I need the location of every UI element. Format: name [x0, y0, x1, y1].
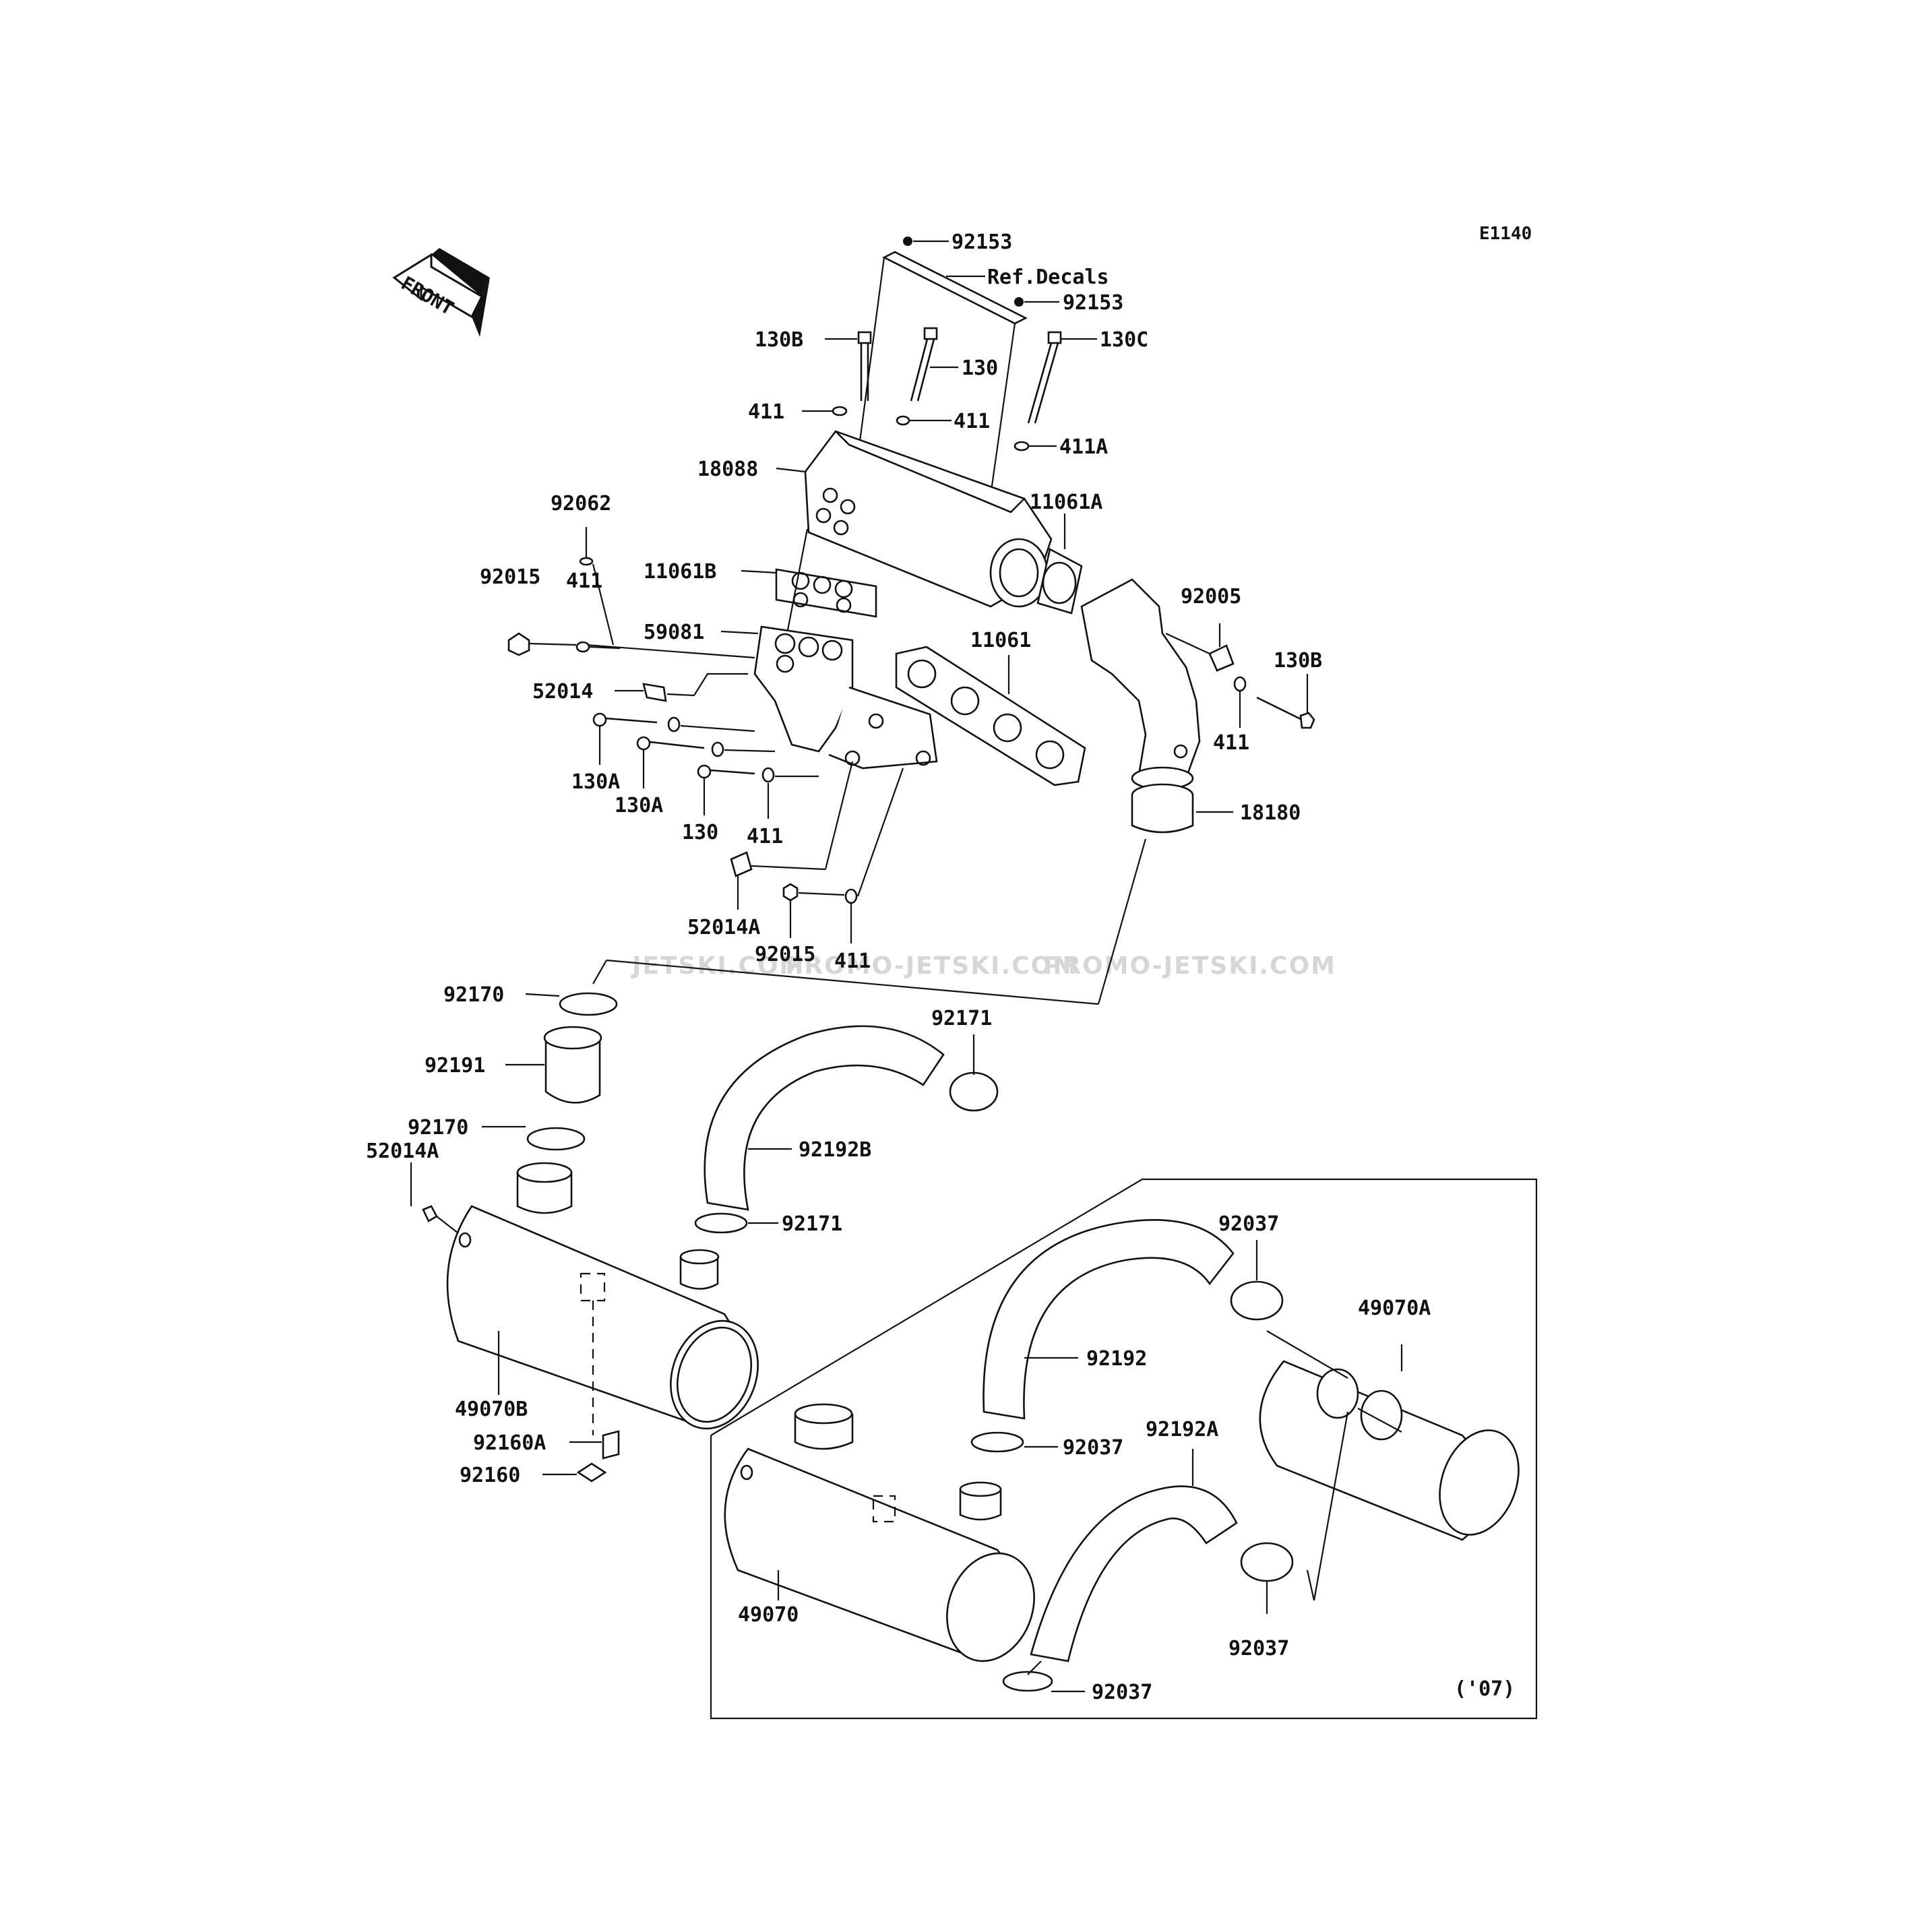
- label-49070: 49070: [738, 1603, 799, 1627]
- label-92160: 92160: [460, 1464, 520, 1487]
- label-11061a: 11061A: [1030, 491, 1102, 514]
- label-59081: 59081: [644, 621, 704, 644]
- gasket-11061: [895, 646, 1086, 786]
- label-49070a: 49070A: [1358, 1297, 1431, 1320]
- muffler-49070a: [1259, 1330, 1520, 1541]
- label-92062: 92062: [551, 492, 611, 516]
- label-18180: 18180: [1240, 801, 1301, 825]
- coupling-92191: [482, 992, 618, 1151]
- label-11061: 11061: [970, 629, 1031, 652]
- front-arrow-icon: FRONT: [392, 248, 490, 337]
- watermark-middle: PROMO-JETSKI.COM: [785, 952, 1078, 980]
- elbow-pipe-18180: [592, 578, 1233, 1005]
- label-18088: 18088: [697, 458, 758, 481]
- label-130: 130: [682, 821, 718, 844]
- label-411: 411: [748, 400, 784, 424]
- label-411a: 411A: [1059, 435, 1108, 459]
- fastener-92062-group: [507, 527, 755, 659]
- bolts-manifold: [592, 712, 819, 819]
- label-92153: 92153: [1063, 291, 1123, 315]
- label-92191: 92191: [425, 1054, 485, 1078]
- label-130c: 130C: [1100, 328, 1148, 352]
- decal-plate: [854, 237, 1059, 496]
- label-52014: 52014: [532, 680, 593, 704]
- label-92192: 92192: [1086, 1347, 1147, 1371]
- gasket-11061b: [741, 528, 877, 634]
- muffler-49070b: [410, 1162, 759, 1435]
- hose-92192: [970, 1219, 1284, 1453]
- bolts-top: [802, 327, 1097, 451]
- label-411: 411: [1213, 731, 1249, 755]
- gasket-11061a: [1036, 513, 1083, 615]
- diagram-code: E1140: [1479, 224, 1532, 244]
- label-92015: 92015: [755, 943, 815, 966]
- label-130b: 130B: [755, 328, 803, 352]
- label-411: 411: [747, 825, 783, 848]
- exhaust-manifold-59081: [720, 625, 938, 770]
- label-130b: 130B: [1274, 649, 1322, 673]
- label-92037: 92037: [1218, 1212, 1279, 1236]
- label-411: 411: [834, 949, 871, 973]
- label-11061b: 11061B: [644, 560, 716, 584]
- label-92037: 92037: [1228, 1637, 1289, 1660]
- label-92170: 92170: [443, 983, 504, 1007]
- label-130a: 130A: [571, 770, 620, 794]
- muffler-49070: [724, 1403, 1035, 1662]
- label-92037: 92037: [1063, 1436, 1123, 1460]
- label-130a: 130A: [615, 794, 663, 817]
- label-92015: 92015: [480, 565, 540, 589]
- label-92171: 92171: [782, 1212, 842, 1236]
- label-92005: 92005: [1181, 585, 1241, 609]
- label-92037: 92037: [1092, 1681, 1152, 1704]
- label-130: 130: [962, 356, 998, 380]
- label-92160a: 92160A: [473, 1431, 546, 1455]
- fasteners-lower: [730, 761, 904, 943]
- label-ref-decals: Ref.Decals: [987, 266, 1109, 289]
- label-52014a: 52014A: [687, 916, 760, 939]
- label-52014a: 52014A: [366, 1140, 439, 1163]
- decals-92160: [542, 1430, 620, 1483]
- exhaust-pipe-18088: [776, 430, 1053, 608]
- label-92171: 92171: [931, 1007, 992, 1030]
- fasteners-right: [1165, 623, 1315, 729]
- label-92170: 92170: [408, 1116, 468, 1140]
- label-411: 411: [566, 569, 602, 593]
- hose-92192b: [694, 1025, 999, 1234]
- model-note: ('07): [1454, 1677, 1515, 1701]
- stud-52014: [615, 673, 748, 702]
- watermark-right: PROMO-JETSKI.COM: [1043, 952, 1336, 980]
- label-92153: 92153: [952, 230, 1012, 254]
- model-2007-box: [710, 1178, 1538, 1720]
- label-411: 411: [954, 410, 990, 433]
- label-92192a: 92192A: [1146, 1418, 1218, 1441]
- label-49070b: 49070B: [455, 1398, 528, 1421]
- label-92192b: 92192B: [799, 1138, 871, 1162]
- hose-92192a: [1002, 1411, 1349, 1693]
